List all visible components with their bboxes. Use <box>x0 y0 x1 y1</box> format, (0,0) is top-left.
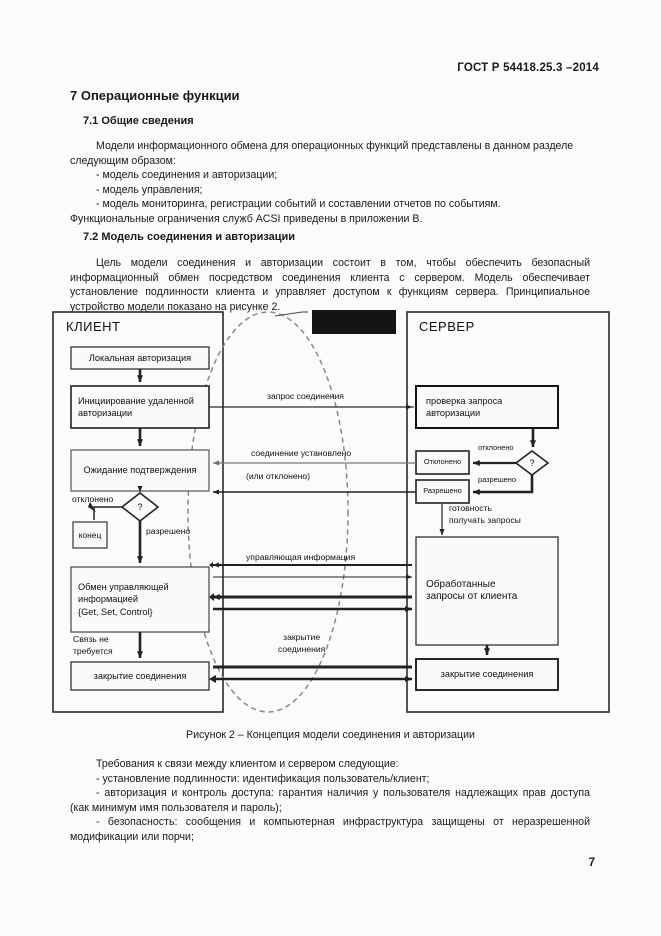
server-label-decision: ? <box>529 457 535 468</box>
client-label-exchange: Обмен управляющей информацией {Get, Set,… <box>78 581 169 617</box>
page-number: 7 <box>588 857 595 869</box>
client-node-init-remote-auth <box>70 385 210 429</box>
middle-label-connection-established: соединение установлено <box>251 448 352 458</box>
server-panel-frame <box>406 311 610 713</box>
client-panel-frame <box>52 311 224 713</box>
requirements-paragraph: Требования к связи между клиентом и серв… <box>70 757 590 845</box>
section-heading-general: 7.1 Общие сведения <box>83 115 194 127</box>
client-panel-title: КЛИЕНТ <box>66 319 121 334</box>
page-title: 7 Операционные функции <box>70 88 240 103</box>
client-flow-arrows <box>88 369 144 659</box>
model-paragraph: Цель модели соединения и авторизации сос… <box>70 256 590 314</box>
client-label-decision: ? <box>137 501 143 512</box>
intro-bullet-0: - модель соединения и авторизации; <box>96 169 278 182</box>
intro-line-2: следующим образом: <box>70 154 176 167</box>
client-node-close-connection <box>70 661 210 691</box>
model-body-text: Цель модели соединения и авторизации сос… <box>70 257 590 313</box>
middle-label-closing: закрытие соединения <box>278 632 326 654</box>
figure-svg <box>52 311 610 713</box>
section-heading-model: 7.2 Модель соединения и авторизации <box>83 231 296 243</box>
server-node-close-connection <box>415 658 559 691</box>
requirements-lead: Требования к связи между клиентом и серв… <box>96 758 399 770</box>
requirement-2: - безопасность: сообщения и компьютерная… <box>70 816 590 843</box>
session-ellipse <box>187 311 349 713</box>
intro-tail: Функциональные ограничения служб ACSI пр… <box>70 212 423 225</box>
intro-bullet-2: - модель мониторинга, регистрации событи… <box>96 198 501 211</box>
server-node-processed-requests <box>415 536 559 646</box>
client-node-end <box>72 521 108 549</box>
middle-label-control-information: управляющая информация <box>246 552 356 562</box>
server-label-check-request: проверка запроса авторизации <box>426 395 503 419</box>
server-panel-title: СЕРВЕР <box>419 319 475 334</box>
figure-caption: Рисунок 2 – Концепция модели соединения … <box>186 729 475 741</box>
standard-code-header: ГОСТ Р 54418.25.3 –2014 <box>457 62 599 74</box>
middle-label-connection-request: запрос соединения <box>267 391 344 401</box>
client-label-local-auth: Локальная авторизация <box>88 352 192 363</box>
msg-close-connection-group <box>209 665 413 683</box>
server-label-processed-requests: Обработанные запросы от клиента <box>426 578 518 603</box>
figure-connection-authorization-model: КЛИЕНТ СЕРВЕР Локальная авторизация Иниц… <box>46 306 616 718</box>
client-label-close-connection: закрытие соединения <box>93 670 187 681</box>
client-label-init-remote-auth: Инициирование удаленной авторизации <box>78 395 194 419</box>
client-edge-label-no-link-needed: Связь не требуется <box>73 634 113 656</box>
server-flow-arrows <box>439 428 537 656</box>
server-edge-label-ready: готовность получать запросы <box>449 503 521 525</box>
client-label-wait-confirmation: Ожидание подтверждения <box>83 465 197 476</box>
client-node-exchange <box>70 566 210 633</box>
msg-control-information-group <box>209 562 413 612</box>
client-edge-label-allowed: разрешено <box>146 526 191 536</box>
server-label-rejected: Отклонено <box>423 457 462 467</box>
client-node-wait-confirmation <box>70 449 210 492</box>
intro-line-1: Модели информационного обмена для операц… <box>96 140 574 152</box>
redacted-block <box>312 310 396 334</box>
intro-paragraph: Модели информационного обмена для операц… <box>70 139 590 227</box>
middle-label-or-rejected: (или отклонено) <box>246 471 311 481</box>
intro-bullet-1: - модель управления; <box>96 183 203 196</box>
server-label-close-connection: закрытие соединения <box>440 669 534 680</box>
server-edge-label-allowed: разрешено <box>478 475 516 484</box>
server-edge-label-rejected: отклонено <box>478 443 514 452</box>
requirement-1: - авторизация и контроль доступа: гарант… <box>70 787 590 814</box>
requirement-0: - установление подлинности: идентификаци… <box>96 772 430 785</box>
server-node-check-request <box>415 385 559 429</box>
client-label-end: конец <box>78 529 102 540</box>
server-label-allowed: Разрешено <box>423 486 462 496</box>
client-edge-label-rejected: отклонено <box>72 494 114 504</box>
